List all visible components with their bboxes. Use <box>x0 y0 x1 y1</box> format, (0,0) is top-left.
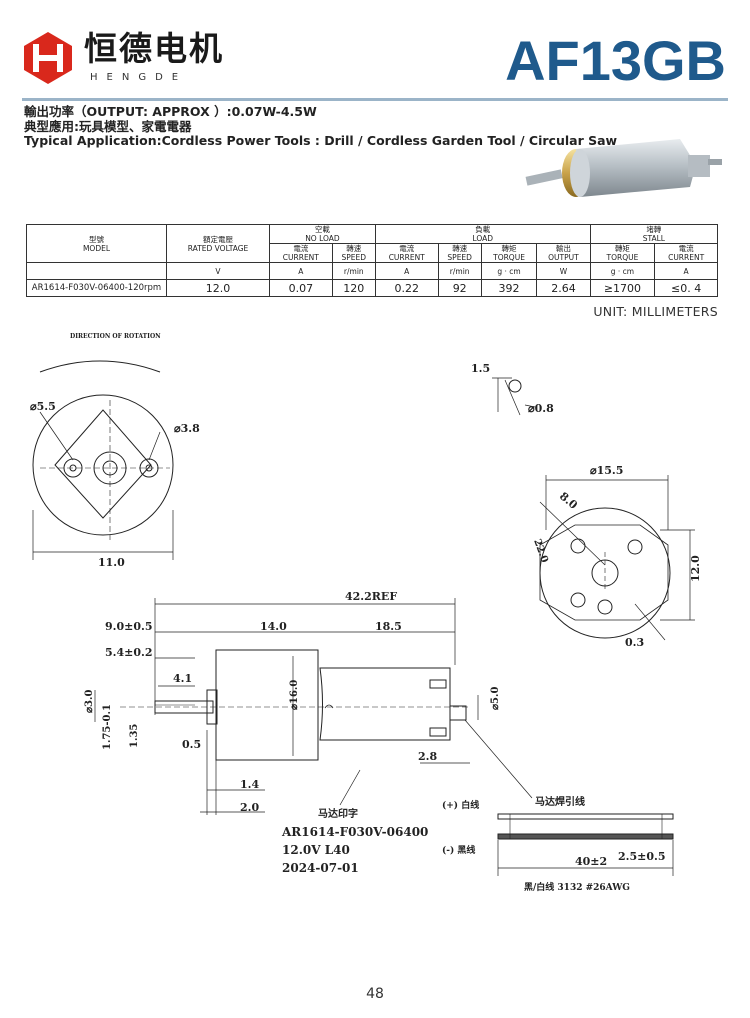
unit-cell: A <box>654 262 718 280</box>
dim-54: 5.4±0.2 <box>105 646 153 659</box>
rear-bushing <box>449 705 467 721</box>
print-line-1: AR1614-F030V-06400 <box>281 825 428 839</box>
brand-chinese-name: 恒德电机 <box>84 29 224 68</box>
dim-135: 1.35 <box>129 724 140 748</box>
dim-05: 0.5 <box>182 738 201 751</box>
row-load-speed: 92 <box>437 279 482 297</box>
row-model: AR1614-F030V-06400-120rpm <box>26 279 167 297</box>
dim-11: 11.0 <box>98 556 125 569</box>
dim-185: 18.5 <box>375 620 402 633</box>
black-wire <box>497 833 674 840</box>
front-view: DIRECTION OF ROTATION ⌀5.5 ⌀3.8 11.0 <box>30 333 200 569</box>
header-divider <box>22 98 728 101</box>
unit-cell: g · cm <box>589 262 656 280</box>
row-rated-voltage: 12.0 <box>166 279 270 297</box>
white-wire <box>497 813 674 820</box>
gearbox-body <box>215 649 319 761</box>
dim-d50: ⌀5.0 <box>490 687 501 710</box>
technical-drawing: DIRECTION OF ROTATION ⌀5.5 ⌀3.8 11.0 1.5… <box>30 333 702 893</box>
wire-plus-label: (+) 白线 <box>442 799 479 811</box>
row-noload-speed: 120 <box>331 279 376 297</box>
dim-d155: ⌀15.5 <box>590 464 623 477</box>
dim-175: 1.75-0.1 <box>102 704 113 750</box>
output-power-line: 輸出功率（OUTPUT: APPROX ）:0.07W-4.5W <box>24 104 317 119</box>
dim-wire-strip: 2.5±0.5 <box>618 850 666 863</box>
motor-product-image <box>525 139 722 197</box>
dim-03: 0.3 <box>625 636 644 649</box>
dim-14: 1.4 <box>240 778 259 791</box>
rotation-arc <box>39 360 161 373</box>
page-number: 48 <box>366 986 384 1002</box>
unit-cell: A <box>374 262 439 280</box>
motor-can <box>319 667 451 741</box>
application-cn-line: 典型應用:玩具模型、家電電器 <box>24 119 192 134</box>
dim-140: 14.0 <box>260 620 287 633</box>
dim-80: 8.0 <box>557 490 580 512</box>
print-title: 马达印字 <box>318 807 358 820</box>
dim-422: 42.2REF <box>345 590 397 603</box>
row-stall-torque: ≥1700 <box>589 279 656 297</box>
dim-28: 2.8 <box>418 750 437 763</box>
print-line-3: 2024-07-01 <box>282 861 359 875</box>
wire-minus-label: (-) 黑线 <box>442 844 475 856</box>
dim-90: 9.0±0.5 <box>105 620 153 633</box>
dim-d30: ⌀3.0 <box>84 690 95 713</box>
dim-15: 1.5 <box>471 362 490 375</box>
unit-cell: g · cm <box>480 262 538 280</box>
row-load-torque: 392 <box>480 279 538 297</box>
row-load-output: 2.64 <box>536 279 591 297</box>
motor-face-circle <box>32 394 174 536</box>
gearbox-plate <box>54 409 152 519</box>
print-line-2: 12.0V L40 <box>282 843 350 857</box>
dim-d160: ⌀16.0 <box>289 680 300 710</box>
dim-120: 12.0 <box>689 555 702 582</box>
print-and-wire: 马达印字 AR1614-F030V-06400 12.0V L40 2024-0… <box>281 719 674 893</box>
unit-label: UNIT: MILLIMETERS <box>593 304 718 319</box>
wire-spec: 黑/白线 3132 #26AWG <box>524 881 630 893</box>
unit-cell: r/min <box>437 262 482 280</box>
dim-d55: ⌀5.5 <box>30 400 56 413</box>
dim-d38: ⌀3.8 <box>174 422 200 435</box>
unit-cell: W <box>536 262 591 280</box>
wire-title: 马达焊引线 <box>535 795 585 808</box>
brand-english-name: HENGDE <box>90 72 188 83</box>
row-load-current: 0.22 <box>374 279 439 297</box>
dim-220: 22.0 <box>531 538 550 565</box>
dim-20: 2.0 <box>240 801 259 814</box>
side-view: 42.2REF 9.0±0.5 14.0 18.5 5.4±0.2 4.1 ⌀3… <box>84 590 501 815</box>
unit-cell: V <box>166 262 270 280</box>
unit-cell: r/min <box>331 262 376 280</box>
application-en-line: Typical Application:Cordless Power Tools… <box>24 133 618 148</box>
detail-small: 1.5 ⌀0.8 <box>471 362 554 416</box>
unit-cell <box>26 262 167 280</box>
rear-view: ⌀15.5 8.0 22.0 12.0 0.3 <box>531 464 702 649</box>
rotation-label: DIRECTION OF ROTATION <box>70 333 161 340</box>
dim-wire-len: 40±2 <box>575 855 607 868</box>
hengde-logo-icon <box>24 32 72 84</box>
row-stall-current: ≤0. 4 <box>654 279 718 297</box>
row-noload-current: 0.07 <box>269 279 333 297</box>
model-title: AF13GB <box>505 29 726 92</box>
dim-d08: ⌀0.8 <box>528 402 554 415</box>
dim-41: 4.1 <box>173 672 192 685</box>
unit-cell: A <box>269 262 333 280</box>
